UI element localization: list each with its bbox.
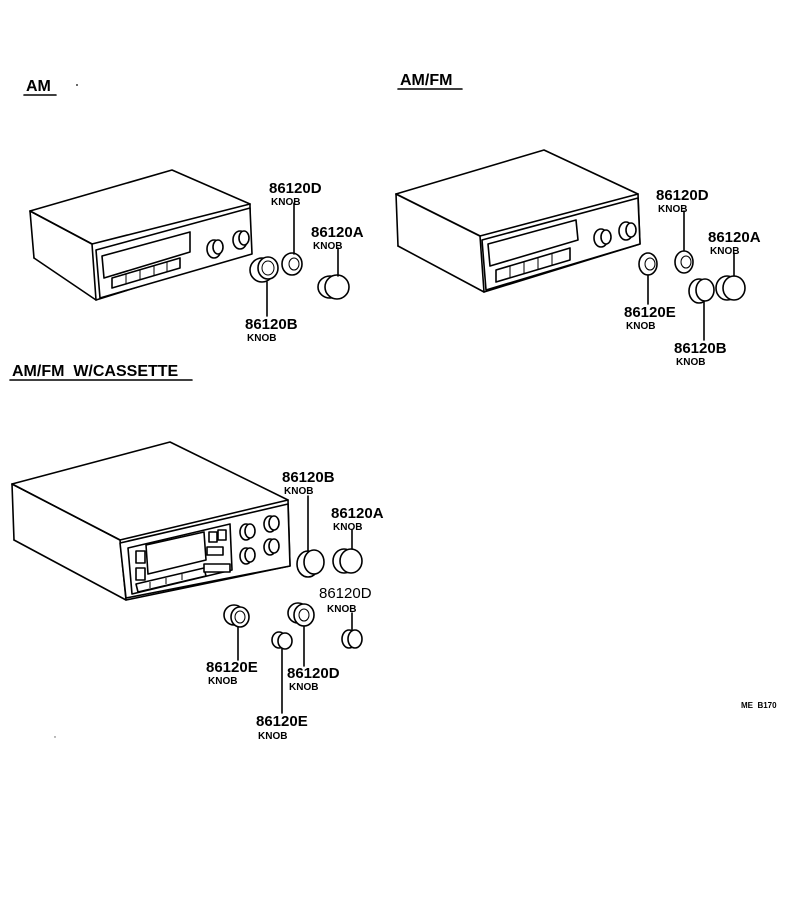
callout-amfm-86120b-part: 86120B <box>674 340 727 357</box>
scan-speck <box>54 736 56 738</box>
callout-cassette-86120d-lower-part: 86120D <box>287 665 340 682</box>
callout-cassette-86120e-lower-part: 86120E <box>256 713 308 730</box>
amfm-unit-knob-left <box>593 228 612 248</box>
callout-amfm-86120e-part: 86120E <box>624 304 676 321</box>
callout-cassette-86120e-lower-name: KNOB <box>258 731 287 742</box>
callout-cassette-86120b-name: KNOB <box>284 486 313 497</box>
cassette-unit-knob-3 <box>239 547 256 565</box>
am-unit-knob-left <box>206 239 224 259</box>
figure-reference: ME B170 <box>741 701 777 710</box>
am-knob-86120a <box>317 274 350 300</box>
callout-amfm-86120a-name: KNOB <box>710 246 739 257</box>
cassette-display <box>145 531 207 575</box>
cassette-unit-knob-4 <box>263 538 280 556</box>
am-preset-buttons <box>111 257 181 289</box>
amfm-knob-86120e <box>638 252 658 276</box>
am-radio-unit <box>29 169 253 301</box>
cassette-tape-slot <box>135 563 231 593</box>
cassette-side-buttons <box>135 529 227 581</box>
callout-am-86120a-name: KNOB <box>313 241 342 252</box>
cassette-unit-knob-1 <box>239 523 256 541</box>
callout-amfm-86120a-part: 86120A <box>708 229 761 246</box>
callout-am-86120a-part: 86120A <box>311 224 364 241</box>
cassette-knob-86120d-lower <box>287 602 315 627</box>
callout-am-86120b-part: 86120B <box>245 316 298 333</box>
section-title-am: AM <box>26 78 51 95</box>
cassette-knob-86120d-upper <box>341 629 363 649</box>
cassette-knob-86120e-lower <box>271 631 293 650</box>
cassette-unit-knob-2 <box>263 515 280 533</box>
callout-amfm-86120b-name: KNOB <box>676 357 705 368</box>
am-knob-86120d <box>281 252 303 276</box>
callout-amfm-86120d-name: KNOB <box>658 204 687 215</box>
scan-speck <box>76 84 78 86</box>
callout-cassette-86120b-part: 86120B <box>282 469 335 486</box>
callout-amfm-86120d-part: 86120D <box>656 187 709 204</box>
section-title-amfm-cassette: AM/FM W/CASSETTE <box>12 363 179 380</box>
callout-am-86120d-name: KNOB <box>271 197 300 208</box>
callout-am-86120d-part: 86120D <box>269 180 322 197</box>
cassette-knob-86120e-upper <box>223 604 250 628</box>
callout-amfm-86120e-name: KNOB <box>626 321 655 332</box>
callout-cassette-86120e-upper-name: KNOB <box>208 676 237 687</box>
callout-am-86120b-name: KNOB <box>247 333 276 344</box>
am-unit-knob-right <box>232 230 250 250</box>
section-title-amfm: AM/FM <box>400 72 452 89</box>
callout-cassette-86120a-name: KNOB <box>333 522 362 533</box>
callout-cassette-86120a-part: 86120A <box>331 505 384 522</box>
amfm-radio-unit <box>395 149 641 293</box>
cassette-knob-86120a <box>332 548 363 574</box>
callout-cassette-86120e-upper-part: 86120E <box>206 659 258 676</box>
amfm-knob-86120d <box>674 250 694 274</box>
callout-cassette-86120d-lower-name: KNOB <box>289 682 318 693</box>
callout-cassette-86120d-upper-part: 86120D <box>319 585 372 602</box>
callout-cassette-86120d-upper-name: KNOB <box>327 604 356 615</box>
amfm-preset-buttons <box>495 247 571 283</box>
amfm-knob-86120a <box>715 275 746 301</box>
cassette-radio-unit <box>11 441 291 601</box>
amfm-unit-knob-right <box>618 221 637 241</box>
am-knob-86120b <box>249 256 279 283</box>
amfm-knob-86120b <box>688 278 715 304</box>
cassette-knob-86120b <box>296 549 325 578</box>
